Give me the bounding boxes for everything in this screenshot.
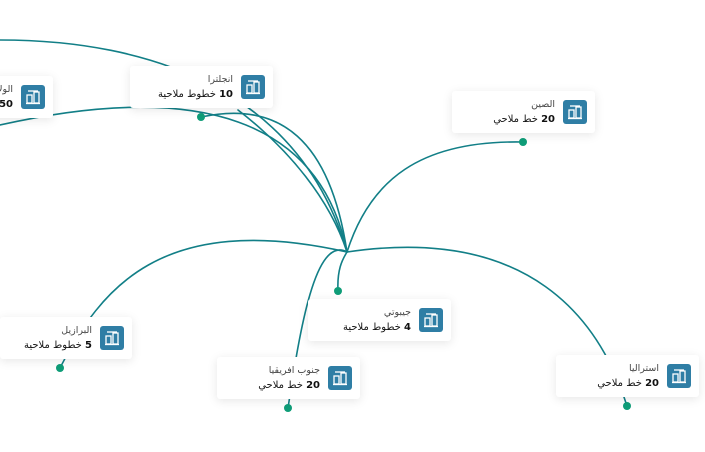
line-count: 20 xyxy=(645,378,659,389)
country-name: جنوب افريقيا xyxy=(268,365,320,376)
country-card-usa[interactable]: الولايا50 خ xyxy=(0,76,53,118)
route-england xyxy=(200,112,348,253)
line-unit: خط ملاحي xyxy=(493,114,538,125)
port-icon xyxy=(419,308,443,332)
route-dot-south-africa[interactable] xyxy=(284,404,292,412)
route-dot-brazil[interactable] xyxy=(56,364,64,372)
port-icon xyxy=(100,326,124,350)
country-name: انجلترا xyxy=(207,74,233,85)
route-usa xyxy=(0,106,348,253)
line-count: 20 xyxy=(306,380,320,391)
country-name: استراليا xyxy=(628,363,659,374)
port-icon xyxy=(667,364,691,388)
route-china xyxy=(346,141,524,253)
country-name: الصين xyxy=(531,99,555,110)
line-count: 50 xyxy=(0,99,13,110)
country-card-brazil[interactable]: البرازيل 5 خطوط ملاحية xyxy=(0,317,132,359)
country-card-china[interactable]: الصين 20 خط ملاحي xyxy=(452,91,595,133)
country-name: جيبوتي xyxy=(383,307,411,318)
route-england-2 xyxy=(237,109,348,253)
country-card-south-africa[interactable]: جنوب افريقيا 20 خط ملاحي xyxy=(217,357,360,399)
country-name: الولايا xyxy=(0,84,13,95)
line-unit: خطوط ملاحية xyxy=(342,322,401,333)
port-icon xyxy=(328,366,352,390)
line-unit: خطوط ملاحية xyxy=(23,340,82,351)
route-dot-china[interactable] xyxy=(519,138,527,146)
line-unit: خطوط ملاحية xyxy=(158,89,216,100)
country-card-england[interactable]: انجلترا 10 خطوط ملاحية xyxy=(130,66,273,108)
line-count: 5 xyxy=(85,340,92,351)
route-djibouti xyxy=(337,251,348,292)
country-name: البرازيل xyxy=(61,325,92,336)
line-unit: خط ملاحي xyxy=(597,378,642,389)
port-icon xyxy=(241,75,265,99)
country-card-djibouti[interactable]: جيبوتي 4 خطوط ملاحية xyxy=(308,299,451,341)
route-dot-england[interactable] xyxy=(197,113,205,121)
route-dot-djibouti[interactable] xyxy=(334,287,342,295)
line-count: 10 xyxy=(219,89,233,100)
port-icon xyxy=(21,85,45,109)
line-count: 20 xyxy=(541,114,555,125)
port-icon xyxy=(563,100,587,124)
line-count: 4 xyxy=(404,322,411,333)
line-unit: خط ملاحي xyxy=(258,380,303,391)
country-card-australia[interactable]: استراليا 20 خط ملاحي xyxy=(556,355,699,397)
route-dot-australia[interactable] xyxy=(623,402,631,410)
